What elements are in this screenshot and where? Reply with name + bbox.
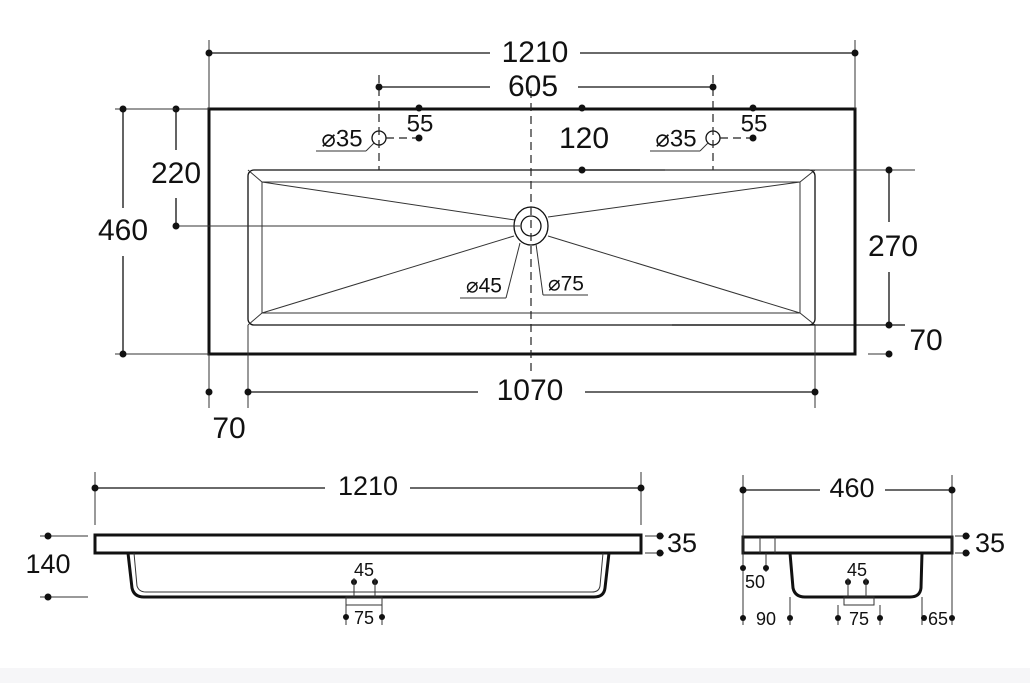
dim-label: ⌀35 xyxy=(655,125,696,152)
dim-overall-width: 1210 xyxy=(91,471,645,525)
dim-drain-outer: 75 xyxy=(835,605,883,629)
label-tap-hole-left: ⌀35 xyxy=(316,125,375,152)
dim-overall-height: 140 xyxy=(25,532,88,601)
dim-label: 45 xyxy=(847,560,867,580)
dim-label: ⌀35 xyxy=(321,125,362,152)
dim-drain-outer: 75 xyxy=(343,605,385,628)
dim-label: 55 xyxy=(407,110,434,137)
dim-slab-thickness: 35 xyxy=(955,528,1005,558)
dim-front-to-basin: 65 xyxy=(921,597,955,629)
dim-tap-spacing: 605 xyxy=(375,70,717,103)
countertop-slab xyxy=(741,535,954,555)
outlet xyxy=(843,596,875,606)
label-drain-outer: ⌀75 xyxy=(535,243,588,296)
dim-back-to-basin: 90 xyxy=(740,597,793,629)
dim-tap-offset-right: 55 xyxy=(741,104,768,142)
tap-hole-left xyxy=(371,75,419,170)
dim-label: 75 xyxy=(849,609,869,629)
dim-label: 605 xyxy=(508,70,558,103)
dim-basin-width: 1070 xyxy=(244,325,819,408)
top-view: 1210 605 55 55 ⌀35 ⌀35 xyxy=(98,36,943,445)
dim-label: 120 xyxy=(559,122,609,155)
dim-drain-from-back: 220 xyxy=(151,105,209,230)
countertop-outline xyxy=(207,107,857,356)
dim-label: 460 xyxy=(829,473,874,503)
dim-drain-inner: 45 xyxy=(845,560,869,597)
countertop-slab xyxy=(93,533,643,555)
dim-label: 35 xyxy=(975,528,1005,558)
dim-drain-inner: 45 xyxy=(351,560,378,597)
dim-basin-from-back: 120 xyxy=(559,104,640,174)
dim-label: 140 xyxy=(25,549,70,579)
dim-label: 65 xyxy=(928,609,948,629)
side-view: 460 35 50 90 45 75 6 xyxy=(739,473,1005,629)
label-tap-hole-right: ⌀35 xyxy=(650,125,709,152)
tap-hole-right xyxy=(705,75,753,170)
dim-slab-thickness: 35 xyxy=(645,528,697,558)
dim-label: ⌀75 xyxy=(548,273,584,296)
dim-label: 1210 xyxy=(502,36,569,69)
dim-overall-width: 1210 xyxy=(205,36,859,109)
dim-label: 50 xyxy=(745,572,765,592)
dim-label: 220 xyxy=(151,157,201,190)
dim-label: 70 xyxy=(212,412,245,445)
dim-side-margin: 70 xyxy=(205,354,246,445)
dim-tap-offset-left: 55 xyxy=(407,104,434,142)
dim-label: 75 xyxy=(354,608,374,628)
dim-label: 55 xyxy=(741,110,768,137)
front-view: 1210 140 35 45 75 xyxy=(25,471,697,628)
dim-back-edge: 50 xyxy=(740,553,769,592)
bottom-strip xyxy=(0,668,1030,683)
dim-overall-depth: 460 xyxy=(739,473,956,625)
dim-front-margin: 70 xyxy=(868,324,943,358)
dim-label: 70 xyxy=(909,324,942,357)
outlet xyxy=(345,596,383,606)
dim-label: 460 xyxy=(98,214,148,247)
dim-label: 270 xyxy=(868,230,918,263)
dim-label: 1070 xyxy=(497,374,564,407)
dim-overall-depth: 460 xyxy=(98,105,209,358)
dim-label: 1210 xyxy=(338,471,398,501)
dim-label: 45 xyxy=(354,560,374,580)
dim-label: 35 xyxy=(667,528,697,558)
dim-basin-depth: 270 xyxy=(665,166,918,329)
label-drain-inner: ⌀45 xyxy=(460,242,521,299)
dim-label: ⌀45 xyxy=(466,275,502,298)
dim-label: 90 xyxy=(756,609,776,629)
